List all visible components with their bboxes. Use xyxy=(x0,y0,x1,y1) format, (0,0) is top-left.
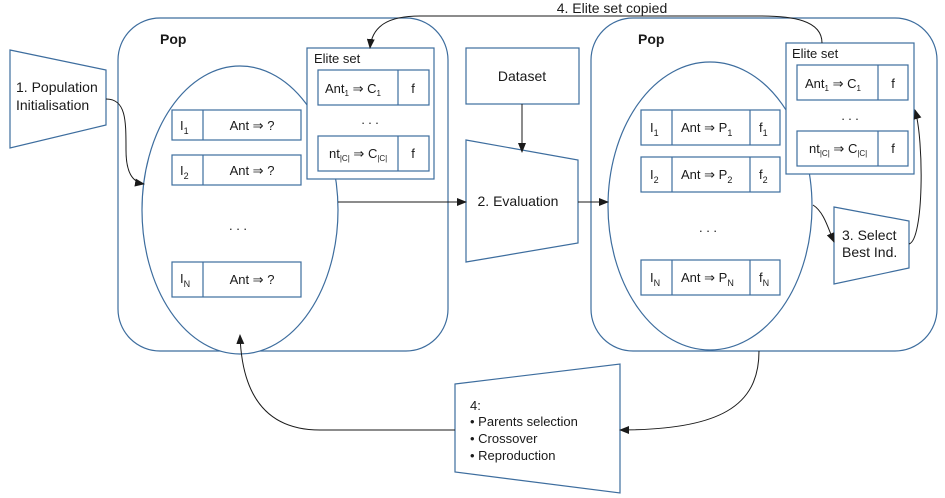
reproduction-node: 4: • Parents selection • Crossover • Rep… xyxy=(454,363,621,494)
elite-fitness: f xyxy=(891,76,895,91)
left-individuals-ellipsis: . . . xyxy=(229,218,247,233)
individual-id: I2 xyxy=(180,163,189,181)
left-pop-container: Pop I1 Ant ⇒ ? I2 Ant ⇒ ? . . . IN Ant ⇒… xyxy=(117,17,449,355)
right-individual-row: I1 Ant ⇒ P1 f1 xyxy=(640,109,781,146)
elite-ellipsis: . . . xyxy=(361,113,378,127)
elite-fitness: f xyxy=(411,81,415,96)
left-individual-row: I1 Ant ⇒ ? xyxy=(171,109,302,141)
right-elite-set: Elite set Ant1 ⇒ C1 f . . . nt|C| ⇒ C|C|… xyxy=(785,42,915,175)
elite-rule: nt|C| ⇒ C|C| xyxy=(329,146,387,163)
individual-fitness: f2 xyxy=(759,167,768,185)
population-to-select-arrow xyxy=(812,204,835,243)
right-pop-container: Pop I1 Ant ⇒ P1 f1 I2 Ant ⇒ P2 f2 . . . … xyxy=(590,17,938,352)
evaluation-node: 2. Evaluation xyxy=(465,139,579,263)
individual-id: IN xyxy=(180,271,190,289)
individual-rule: Ant ⇒ ? xyxy=(230,118,275,133)
individual-fitness: f1 xyxy=(759,120,768,138)
select-best-label-line2: Best Ind. xyxy=(842,244,897,260)
individual-rule: Ant ⇒ P2 xyxy=(681,167,732,185)
individual-id: I2 xyxy=(650,167,659,185)
individual-rule: Ant ⇒ ? xyxy=(230,272,275,287)
right-individual-row: I2 Ant ⇒ P2 f2 xyxy=(640,156,781,193)
individual-id: IN xyxy=(650,270,660,288)
evaluation-label: 2. Evaluation xyxy=(478,193,559,209)
elite-rule: Ant1 ⇒ C1 xyxy=(805,76,862,93)
individual-rule: Ant ⇒ ? xyxy=(230,163,275,178)
individual-rule: Ant ⇒ P1 xyxy=(681,120,732,138)
individual-fitness: fN xyxy=(759,270,769,288)
reproduction-item-crossover: • Crossover xyxy=(470,431,538,446)
elite-rule: nt|C| ⇒ C|C| xyxy=(809,141,867,158)
reproduction-to-population-arrow xyxy=(236,334,455,431)
individual-id: I1 xyxy=(650,120,659,138)
right-individuals-ellipsis: . . . xyxy=(699,220,717,235)
dataset-node: Dataset xyxy=(465,47,580,105)
population-init-label-line2: Initialisation xyxy=(16,97,89,113)
elite-row: Ant1 ⇒ C1 f xyxy=(796,64,909,101)
right-pop-title: Pop xyxy=(638,31,664,47)
left-pop-title: Pop xyxy=(160,31,186,47)
individual-rule: Ant ⇒ PN xyxy=(681,270,734,288)
init-to-population-arrow xyxy=(105,98,145,187)
elite-ellipsis: . . . xyxy=(841,109,858,123)
select-to-elite-arrow xyxy=(908,109,922,245)
elite-row: Ant1 ⇒ C1 f xyxy=(317,69,430,106)
elite-fitness: f xyxy=(411,146,415,161)
elite-copied-arrow xyxy=(366,15,823,49)
left-elite-set-title: Elite set xyxy=(314,51,361,66)
right-individual-row: IN Ant ⇒ PN fN xyxy=(640,259,781,296)
elite-rule: Ant1 ⇒ C1 xyxy=(325,81,382,98)
population-to-reproduction-arrow xyxy=(619,350,760,434)
reproduction-title: 4: xyxy=(470,398,481,413)
population-init-label-line1: 1. Population xyxy=(16,79,98,95)
left-individual-row: IN Ant ⇒ ? xyxy=(171,261,302,298)
population-init-node: 1. Population Initialisation xyxy=(9,49,107,149)
left-elite-set: Elite set Ant1 ⇒ C1 f . . . nt|C| ⇒ C|C|… xyxy=(306,47,435,180)
reproduction-item-reproduction: • Reproduction xyxy=(470,448,556,463)
elite-row: nt|C| ⇒ C|C| f xyxy=(317,135,430,172)
select-best-label-line1: 3. Select xyxy=(842,227,897,243)
select-best-node: 3. Select Best Ind. xyxy=(833,206,910,285)
left-individual-row: I2 Ant ⇒ ? xyxy=(171,154,302,186)
elite-row: nt|C| ⇒ C|C| f xyxy=(796,130,909,167)
right-elite-set-title: Elite set xyxy=(792,46,839,61)
elite-fitness: f xyxy=(891,141,895,156)
right-population-ellipse xyxy=(607,61,813,351)
elite-copied-label: 4. Elite set copied xyxy=(557,0,668,16)
dataset-label: Dataset xyxy=(498,68,546,84)
reproduction-item-parents: • Parents selection xyxy=(470,414,578,429)
individual-id: I1 xyxy=(180,118,189,136)
